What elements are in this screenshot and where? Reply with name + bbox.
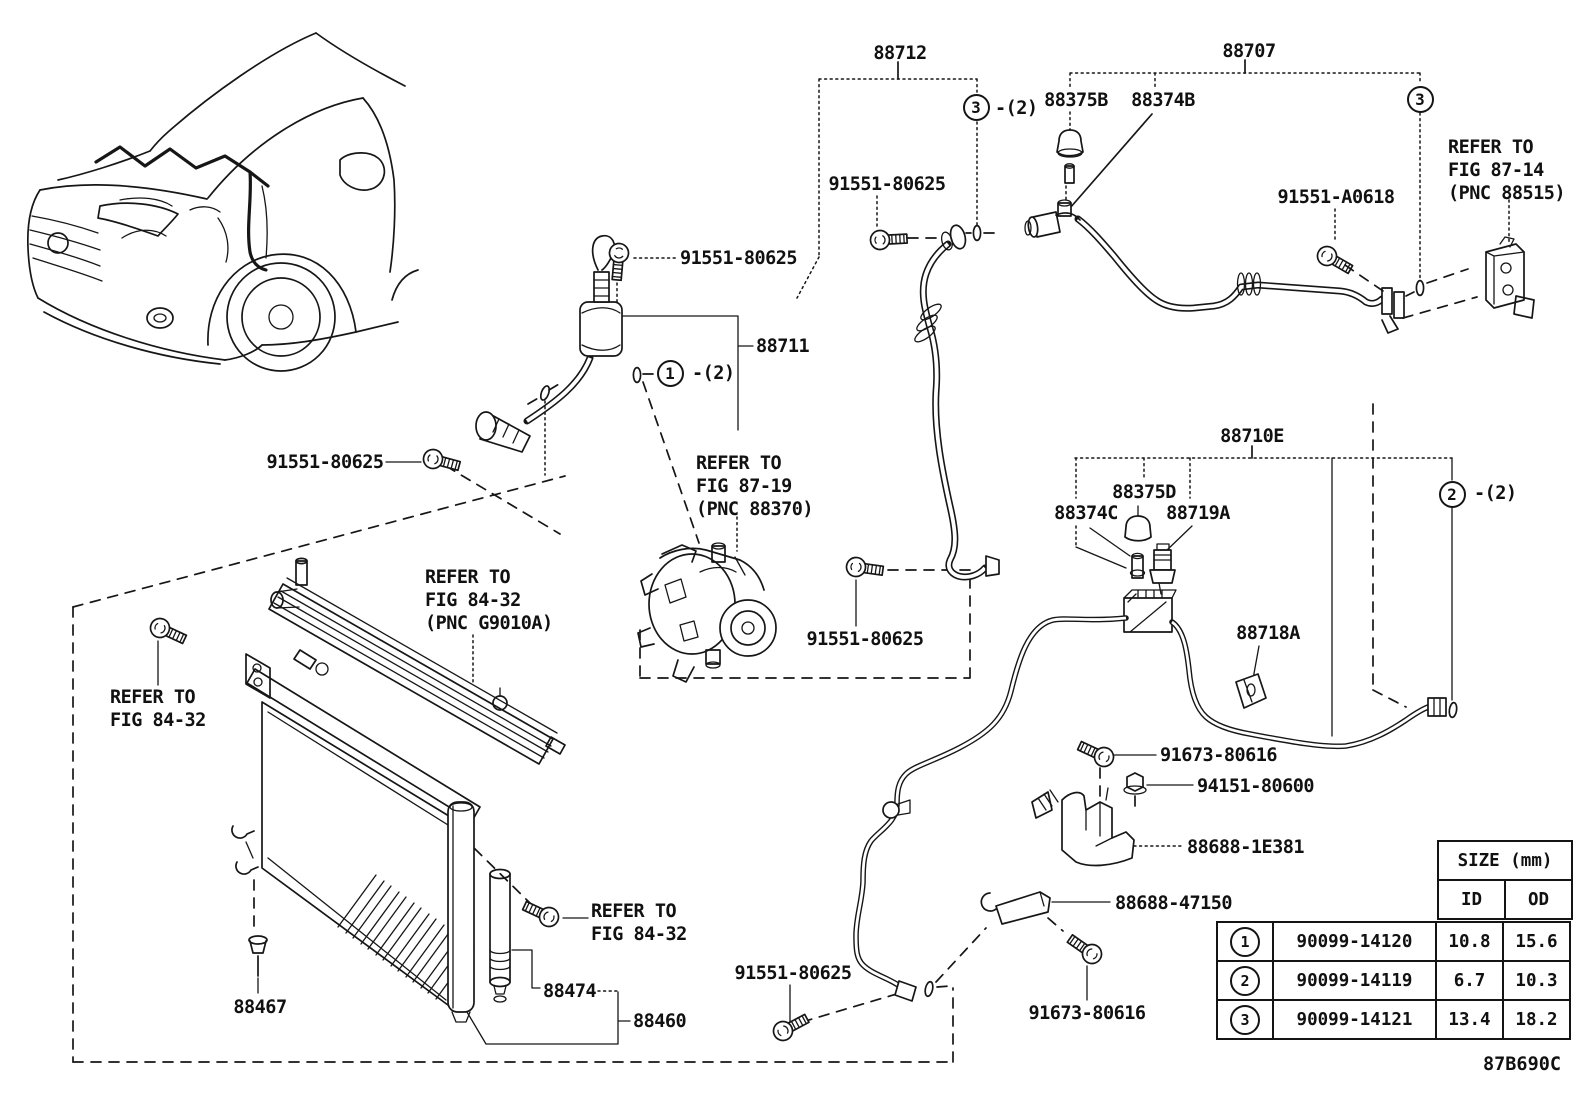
label-part-91551-80625-1: 91551-80625 (828, 174, 946, 195)
diagram-code: 87B690C (1483, 1054, 1561, 1075)
row-callout-circle: 3 (1230, 1004, 1260, 1035)
label-part-91551-80625-2: 91551-80625 (680, 248, 798, 269)
label-part-88688-47150: 88688-47150 (1115, 893, 1233, 914)
row-od-mm: 15.6 (1502, 921, 1571, 962)
row-od-mm: 18.2 (1502, 999, 1571, 1040)
label-part-88710e: 88710E (1220, 426, 1284, 447)
dashed-region-boxes (72, 381, 971, 1063)
label-part-91673-80616-2: 91673-80616 (1028, 1003, 1146, 1024)
row-id-mm: 10.8 (1435, 921, 1504, 962)
condenser (231, 653, 631, 1045)
row-id-mm: 13.4 (1435, 999, 1504, 1040)
row-callout-circle: 2 (1230, 965, 1260, 996)
label-qty-c3a: -(2) (995, 98, 1038, 119)
callout-circle-3: 3 (1406, 85, 1434, 113)
col-header-id: ID (1437, 879, 1506, 920)
label-part-88375b: 88375B (1044, 90, 1108, 111)
label-part-94151-80600: 94151-80600 (1197, 776, 1315, 797)
row-part-number: 90099-14119 (1272, 960, 1437, 1001)
label-part-88474: 88474 (543, 981, 597, 1002)
label-part-88718a: 88718A (1236, 623, 1300, 644)
label-part-91551-80625-3: 91551-80625 (806, 629, 924, 650)
fastener-bolts (146, 446, 885, 1045)
col-header-od: OD (1504, 879, 1573, 920)
label-part-88712: 88712 (873, 43, 927, 64)
label-part-91551-80625-5: 91551-80625 (734, 963, 852, 984)
label-part-88467: 88467 (233, 997, 287, 1018)
car-illustration (26, 32, 419, 372)
label-part-88711: 88711 (756, 336, 810, 357)
pipe-assembly-88710e (853, 515, 1459, 1002)
label-part-88460: 88460 (633, 1011, 687, 1032)
hose-88711 (475, 234, 656, 476)
pipe-88707 (1024, 129, 1535, 334)
row-part-number: 90099-14121 (1272, 999, 1437, 1040)
hose-88712 (869, 224, 1001, 581)
compressor (637, 542, 777, 683)
label-part-91673-80616-1: 91673-80616 (1160, 745, 1278, 766)
label-part-88707: 88707 (1222, 41, 1276, 62)
label-part-88374b: 88374B (1131, 90, 1195, 111)
label-part-88719a: 88719A (1166, 503, 1230, 524)
size-header-cell: SIZE (mm) (1437, 840, 1573, 881)
label-part-88375d: 88375D (1112, 482, 1176, 503)
label-part-91551-a0618: 91551-A0618 (1277, 187, 1395, 208)
leader-lines (157, 59, 1510, 1023)
label-qty-c1: -(2) (692, 363, 735, 384)
row-part-number: 90099-14120 (1272, 921, 1437, 962)
callout-circle-2: 2 (1438, 480, 1466, 508)
label-part-88688-1e381: 88688-1E381 (1187, 837, 1305, 858)
label-qty-c2: -(2) (1474, 483, 1517, 504)
callout-circle-1: 1 (656, 359, 684, 387)
row-od-mm: 10.3 (1502, 960, 1571, 1001)
label-part-91551-80625-4: 91551-80625 (266, 452, 384, 473)
size-table-header: SIZE (mm) ID OD (1437, 840, 1573, 920)
row-callout-circle: 1 (1230, 926, 1260, 957)
row-id-mm: 6.7 (1435, 960, 1504, 1001)
radiator (268, 557, 566, 765)
callout-circle-3: 3 (962, 93, 990, 121)
label-part-88374c: 88374C (1054, 503, 1118, 524)
